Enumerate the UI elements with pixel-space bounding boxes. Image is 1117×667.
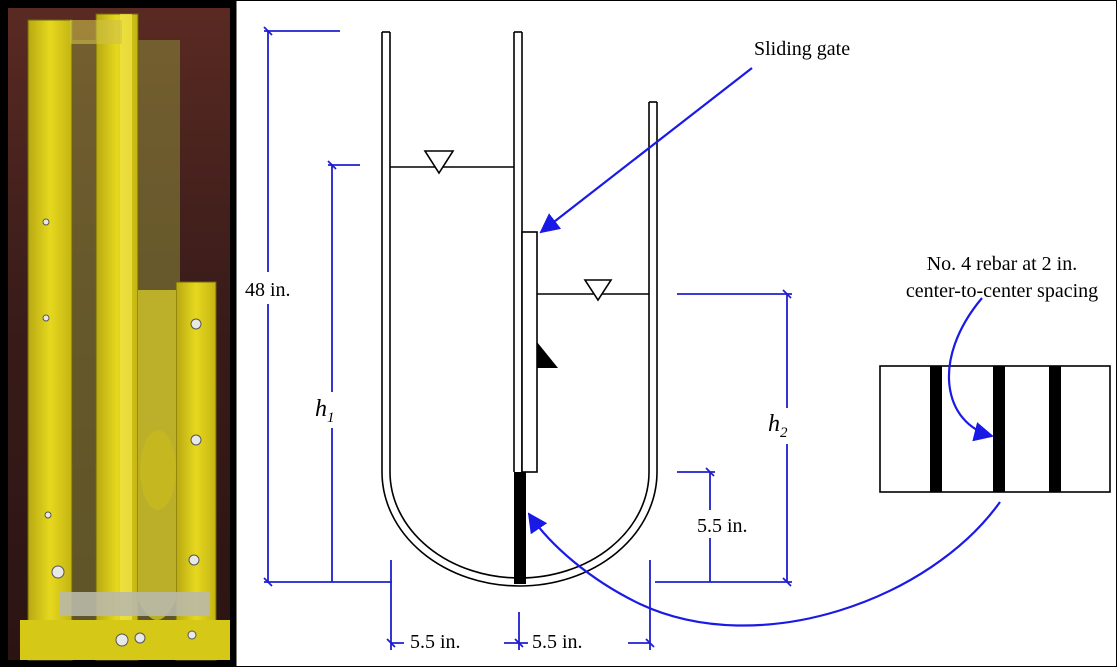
sliding-gate	[521, 231, 538, 473]
rebar-detail-box	[879, 365, 1111, 493]
rebar-bar-2	[993, 366, 1005, 492]
rebar-bar-1	[930, 366, 942, 492]
rebar-label-line1: No. 4 rebar at 2 in.	[927, 253, 1078, 275]
h2-label: h2	[768, 411, 788, 441]
rebar-bar-3	[1049, 366, 1061, 492]
water-surface-right-icon	[583, 279, 613, 302]
callout-arrows	[527, 67, 1001, 627]
sliding-gate-arrow-icon	[539, 67, 753, 234]
rebar-label-arrow-icon	[947, 297, 994, 442]
sliding-gate-label: Sliding gate	[754, 38, 850, 60]
rebar-detail-arrow-icon	[527, 501, 1001, 627]
hinge-icon	[537, 342, 558, 368]
width-right-label: 5.5 in.	[532, 631, 583, 653]
dimension-lines	[264, 30, 792, 650]
rebar-label-line2: center-to-center spacing	[906, 280, 1098, 302]
bottom-height-label: 5.5 in.	[697, 515, 748, 537]
apparatus-photo	[0, 0, 236, 667]
h1-label: h1	[315, 396, 335, 426]
water-level-right	[537, 279, 649, 302]
water-surface-left-icon	[423, 150, 455, 175]
width-left-label: 5.5 in.	[410, 631, 461, 653]
dimension-ticks	[263, 26, 792, 648]
water-level-left	[390, 150, 514, 175]
rebar-specimen	[514, 472, 526, 584]
total-height-label: 48 in.	[245, 279, 291, 301]
